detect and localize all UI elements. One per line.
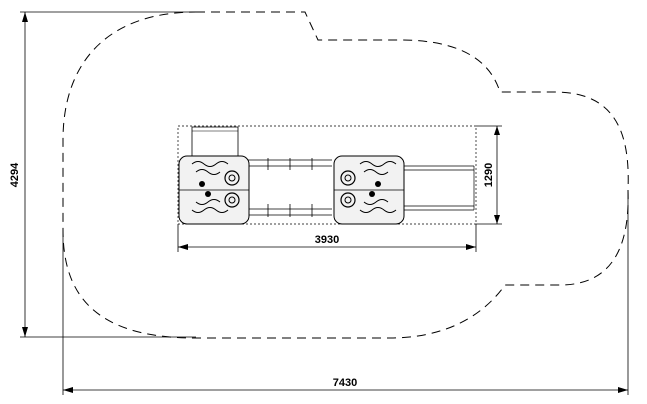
bridge-element	[248, 158, 332, 217]
slide-element	[191, 126, 239, 160]
structure-width-label: 3930	[315, 234, 339, 246]
overall-height-dimension	[20, 11, 196, 338]
structure-height-label: 1290	[483, 163, 495, 187]
structure-width-dimension	[177, 224, 477, 252]
overall-width-dimension	[62, 190, 629, 395]
right-tower	[333, 155, 405, 225]
ramp-element	[404, 165, 475, 211]
structure-height-dimension	[476, 125, 502, 225]
left-tower	[178, 155, 250, 225]
overall-width-label: 7430	[333, 377, 357, 389]
overall-height-label: 4294	[9, 162, 21, 187]
structure-boundary	[177, 125, 477, 225]
